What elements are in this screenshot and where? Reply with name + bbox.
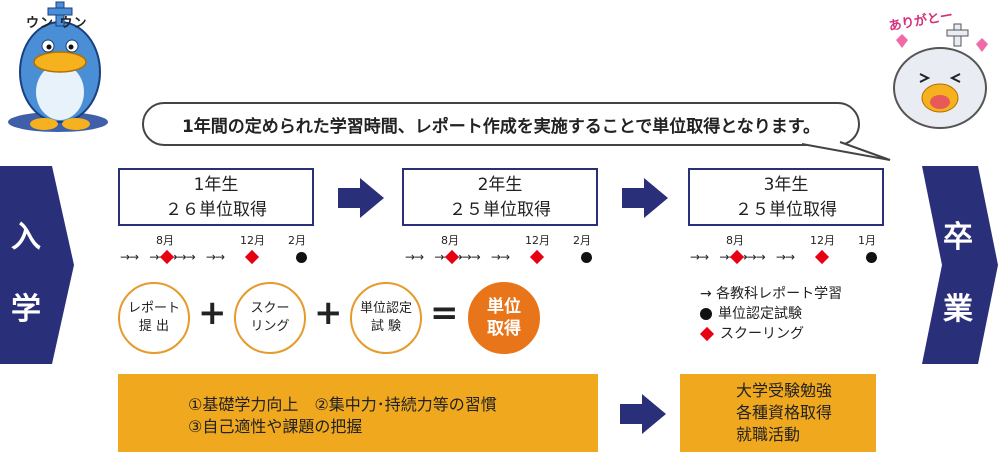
- timeline-month-label: 12月: [810, 234, 835, 247]
- credit-result-circle: 単位 取得: [468, 282, 540, 354]
- plus-sign: +: [198, 293, 227, 333]
- graduation-banner: 卒 業: [922, 166, 1000, 364]
- timeline-month-label: 12月: [525, 234, 550, 247]
- year-3-timeline: 8月 12月 1月 →→ →→→→→ →→: [690, 232, 880, 270]
- report-circle: レポート 提 出: [118, 282, 190, 354]
- enrollment-banner: 入 学: [0, 166, 74, 364]
- legend-dot-row: 単位認定試験: [700, 304, 842, 324]
- timeline-month-label: 12月: [240, 234, 265, 247]
- exam-line-2: 試 験: [370, 319, 402, 334]
- schooling-circle: スクー リング: [234, 282, 306, 354]
- year-2-timeline: 8月 12月 2月 →→ →→→→→ →→: [405, 232, 595, 270]
- benefits-box: ①基礎学力向上 ②集中力･持続力等の習慣 ③自己適性や課題の把握: [118, 374, 598, 452]
- outcome-item: 就職活動: [736, 425, 801, 444]
- enrollment-char-2: 学: [11, 292, 41, 327]
- result-line-2: 取得: [487, 319, 521, 339]
- exam-dot: [866, 252, 877, 263]
- legend-diamond-icon: [699, 326, 715, 342]
- outcome-item: 大学受験勉強: [736, 381, 833, 400]
- timeline-month-label: 8月: [441, 234, 459, 247]
- year-2-grade: 2年生: [477, 175, 523, 195]
- schooling-line-1: スクー: [250, 301, 290, 316]
- timeline-month-label: 2月: [288, 234, 306, 247]
- legend-dot-icon: [700, 308, 712, 320]
- legend-arrow-text: → 各教科レポート学習: [700, 286, 843, 302]
- year-2-box: 2年生 ２５単位取得: [402, 168, 598, 226]
- exam-line-1: 単位認定: [359, 301, 412, 316]
- mascot-left-speech: ウン ウン: [26, 10, 134, 50]
- arrow-right-icon: [338, 178, 384, 218]
- year-1-timeline: 8月 12月 2月 →→ →→→→→ →→: [120, 232, 310, 270]
- enrollment-char-1: 入: [11, 220, 41, 255]
- timeline-month-label: 2月: [573, 234, 591, 247]
- equals-sign: =: [430, 293, 459, 333]
- arrow-right-icon: [620, 394, 666, 434]
- result-line-1: 単位: [487, 297, 521, 317]
- report-line-1: レポート: [127, 301, 180, 316]
- outcome-item: 各種資格取得: [736, 403, 833, 422]
- schooling-line-2: リング: [250, 319, 290, 334]
- bubble-tail: [801, 141, 891, 161]
- exam-dot: [581, 252, 592, 263]
- outcomes-box: 大学受験勉強 各種資格取得 就職活動: [680, 374, 876, 452]
- legend-diamond-text: スクーリング: [720, 326, 804, 342]
- year-1-credits: ２６単位取得: [165, 200, 267, 220]
- year-3-grade: 3年生: [763, 175, 809, 195]
- mascot-left-speech-text: ウン ウン: [26, 16, 88, 31]
- year-3-box: 3年生 ２５単位取得: [688, 168, 884, 226]
- schooling-diamond: [244, 249, 260, 265]
- timeline-month-label: 8月: [726, 234, 744, 247]
- timeline-month-label: 8月: [156, 234, 174, 247]
- schooling-diamond: [529, 249, 545, 265]
- legend: → 各教科レポート学習 単位認定試験 スクーリング: [699, 284, 842, 344]
- graduation-char-1: 卒: [943, 220, 973, 255]
- legend-dot-text: 単位認定試験: [718, 306, 802, 322]
- report-line-2: 提 出: [138, 319, 170, 334]
- mascot-left: [0, 0, 120, 136]
- year-3-credits: ２５単位取得: [735, 200, 837, 220]
- benefits-line-1: ①基礎学力向上 ②集中力･持続力等の習慣: [188, 395, 497, 414]
- bubble-text: 1年間の定められた学習時間、レポート作成を実施することで単位取得となります。: [181, 116, 821, 137]
- mascot-right: [876, 0, 1000, 134]
- exam-dot: [296, 252, 307, 263]
- plus-sign: +: [314, 293, 343, 333]
- legend-diamond-row: スクーリング: [699, 324, 842, 344]
- speech-bubble: 1年間の定められた学習時間、レポート作成を実施することで単位取得となります。: [142, 102, 860, 146]
- arrow-right-icon: [622, 178, 668, 218]
- year-2-credits: ２５単位取得: [449, 200, 551, 220]
- benefits-line-2: ③自己適性や課題の把握: [188, 417, 363, 436]
- exam-circle: 単位認定 試 験: [350, 282, 422, 354]
- year-1-box: 1年生 ２６単位取得: [118, 168, 314, 226]
- graduation-char-2: 業: [943, 292, 973, 327]
- year-1-grade: 1年生: [193, 175, 239, 195]
- legend-arrow-row: → 各教科レポート学習: [700, 284, 842, 304]
- schooling-diamond: [814, 249, 830, 265]
- timeline-month-label: 1月: [858, 234, 876, 247]
